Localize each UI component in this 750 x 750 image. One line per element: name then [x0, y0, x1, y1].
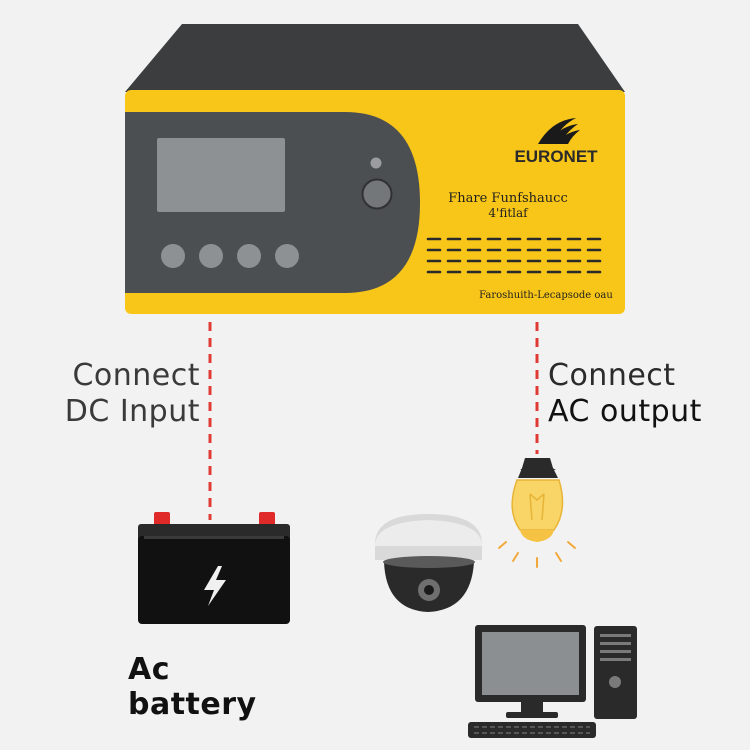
inverter: EURONET Fhare Funfshaucc 4'fitlaf Farosh…	[125, 24, 625, 314]
dc-input-label-line1: Connect	[72, 358, 200, 393]
dc-input-label-line2: DC Input	[64, 394, 200, 429]
ac-output-label-line2: AC output	[548, 394, 702, 429]
brand-text: EURONET	[514, 147, 598, 166]
control-buttons	[161, 244, 299, 268]
control-button-3	[237, 244, 261, 268]
ac-output-label: Connect AC output	[548, 358, 718, 430]
control-button-2	[199, 244, 223, 268]
lightning-bolt-icon	[204, 566, 226, 606]
bulb-glow-rays	[498, 541, 576, 568]
brand-logo-icon	[538, 118, 580, 144]
control-button-4	[275, 244, 299, 268]
battery-icon	[138, 512, 290, 624]
model-line-1: Fhare Funfshaucc	[448, 191, 568, 206]
dc-input-label: Connect DC Input	[40, 358, 200, 430]
light-bulb-icon	[498, 458, 576, 568]
lcd-screen	[157, 138, 285, 212]
model-line-2: 4'fitlaf	[488, 206, 529, 220]
desktop-computer-icon	[468, 625, 637, 738]
ac-output-label-line1: Connect	[548, 358, 676, 393]
footer-text: Faroshuith-Lecapsode oau	[479, 290, 613, 301]
inverter-top	[125, 24, 625, 92]
vent-slots	[426, 237, 608, 274]
indicator-led	[370, 157, 382, 169]
power-button	[361, 178, 393, 210]
control-button-1	[161, 244, 185, 268]
battery-label: Ac battery	[128, 652, 257, 722]
cctv-camera-icon	[375, 514, 482, 612]
